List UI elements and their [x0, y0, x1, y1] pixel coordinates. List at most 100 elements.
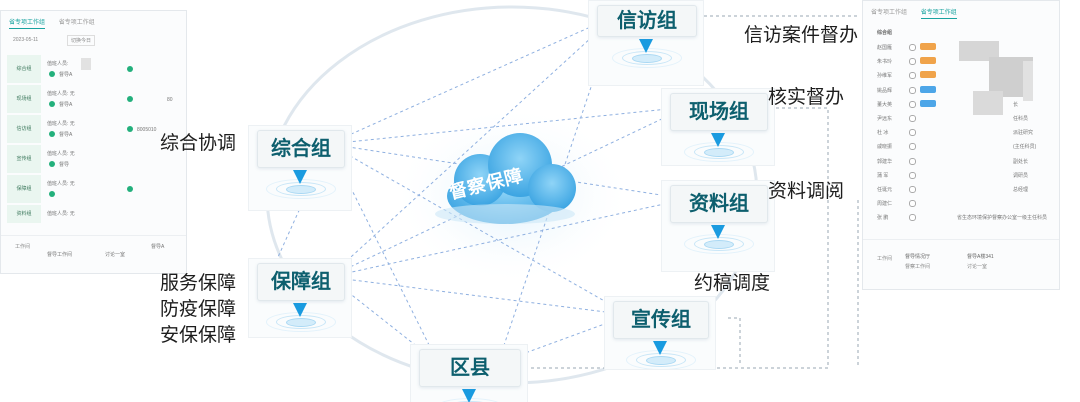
radio-icon[interactable]: [909, 129, 916, 137]
member-name: 杜 冰: [877, 130, 889, 137]
annotation-zonghe: 综合协调: [160, 133, 237, 154]
duty-text: 值班人员: 无: [47, 151, 75, 157]
radio-icon[interactable]: [909, 58, 916, 66]
radio-icon[interactable]: [909, 186, 916, 193]
member-note: 调研员: [1013, 172, 1029, 179]
left-tab-1[interactable]: 省专项工作组: [9, 20, 46, 29]
signal-ring: [632, 53, 662, 63]
duty-text: 值班人员: 无: [47, 91, 75, 97]
node-card-xuanchuan[interactable]: 宣传组: [613, 301, 709, 339]
right-panel-section: 综合组: [877, 30, 893, 36]
left-footer-item[interactable]: 督导工作间: [47, 252, 73, 258]
blurred-block: [973, 91, 1003, 115]
member-row: 郭建华副处长: [873, 155, 1053, 168]
radio-icon[interactable]: [909, 86, 916, 94]
blurred-block: [959, 41, 999, 61]
status-dot: [49, 131, 55, 137]
left-group-row: 保障组 值班人员: 无: [7, 175, 179, 203]
node-card-zonghe[interactable]: 综合组: [257, 130, 345, 168]
location-pin-icon: [711, 133, 725, 147]
left-group-row: 资料组 值班人员: 无: [7, 205, 179, 223]
member-row: 张 鹏 省生态环境保护督察办公室一级主任科员: [873, 211, 1053, 224]
radio-icon[interactable]: [909, 44, 916, 51]
radio-icon[interactable]: [909, 157, 916, 165]
right-footer-item[interactable]: 督导A楼341: [967, 254, 994, 260]
node-zonghe: 综合组: [248, 125, 352, 211]
status-dot: [127, 66, 133, 72]
radio-icon[interactable]: [909, 200, 916, 208]
node-label: 信访组: [617, 10, 677, 32]
radio-icon[interactable]: [909, 214, 916, 222]
left-group-row: 宣传组 值班人员: 无 督导: [7, 145, 179, 173]
left-duty-panel: 省专项工作组 省专项工作组 2023-05-11 切换今日 综合组 值班人员: …: [0, 10, 187, 274]
frame-line: [728, 317, 741, 366]
divider: [1, 235, 186, 236]
group-label: 宣传组: [7, 145, 41, 173]
blurred-block: [81, 58, 91, 70]
radio-icon[interactable]: [909, 72, 916, 80]
annotation-ziliao: 资料调阅: [768, 181, 845, 202]
radio-icon[interactable]: [909, 100, 916, 108]
node-card-baozhang[interactable]: 保障组: [257, 263, 345, 301]
node-label: 现场组: [689, 101, 749, 123]
connector-baozhang-xuanchuan: [328, 276, 630, 318]
right-tab-1[interactable]: 省专项工作组: [871, 10, 908, 16]
location-pin-icon: [653, 341, 667, 355]
node-card-quxian[interactable]: 区县: [419, 349, 521, 387]
signal-ring: [646, 355, 676, 365]
connector-baozhang-ziliao: [328, 197, 688, 278]
left-panel-switch-button[interactable]: 切换今日: [67, 35, 96, 46]
status-dot: [49, 161, 55, 167]
node-card-xianchang[interactable]: 现场组: [670, 93, 768, 131]
role-tag: [920, 85, 936, 93]
member-row: 孙维军: [873, 69, 1053, 82]
right-footer-item[interactable]: 讨论一室: [967, 264, 988, 270]
node-card-ziliao[interactable]: 资料组: [670, 185, 768, 223]
member-name: 赵国雁: [877, 45, 893, 51]
member-name: 朱书玲: [877, 59, 893, 66]
right-footer-label: 工作间: [877, 256, 893, 262]
node-baozhang: 保障组: [248, 258, 352, 338]
group-label: 资料组: [7, 205, 41, 223]
member-name: 董大英: [877, 101, 893, 108]
signal-ring: [286, 184, 316, 194]
role-tag: [920, 99, 936, 107]
right-footer-item[interactable]: 督导情况厅: [905, 254, 931, 260]
node-label: 区县: [450, 357, 490, 379]
left-group-row: 综合组 值班人员: 督导A: [7, 55, 179, 83]
member-name: 张 鹏: [877, 215, 889, 222]
radio-icon[interactable]: [909, 115, 916, 122]
member-name: 郭建华: [877, 158, 893, 165]
annotation-xinfang: 信访案件督办: [744, 25, 859, 46]
left-tab-2[interactable]: 省专项工作组: [58, 20, 95, 26]
group-label: 现场组: [7, 85, 41, 113]
status-dot: [127, 186, 133, 192]
node-label: 保障组: [271, 271, 331, 293]
annotation-xianchang: 核实督办: [768, 87, 845, 108]
member-name: 蒲 军: [877, 172, 889, 179]
duty-fragment: 督导: [59, 162, 70, 168]
left-footer-item[interactable]: 讨论一室: [105, 252, 126, 258]
right-tab-2[interactable]: 省专项工作组: [920, 10, 957, 19]
left-group-row: 现场组 值班人员: 无 督导A 80: [7, 85, 179, 113]
radio-icon[interactable]: [909, 171, 916, 179]
duty-fragment: 督导A: [59, 72, 73, 78]
member-row: 戚晓振(主任科员): [873, 140, 1053, 153]
annotation-baozhang-1: 服务保障: [160, 273, 237, 294]
member-row: 董大英 长: [873, 98, 1053, 111]
radio-icon[interactable]: [909, 143, 916, 151]
member-note: 长: [1013, 101, 1019, 108]
duty-text: 值班人员: 无: [47, 181, 75, 187]
duty-fragment: 督导A: [59, 132, 73, 138]
member-name: 孙维军: [877, 73, 893, 80]
member-row: 任诞元总经理: [873, 183, 1053, 196]
member-note: 省生态环境保护督察办公室一级主任科员: [957, 215, 1048, 222]
location-pin-icon: [462, 389, 476, 402]
left-footer-item[interactable]: 督导A: [151, 244, 165, 250]
left-panel-tabs: 省专项工作组 省专项工作组: [9, 17, 107, 29]
right-footer-item[interactable]: 督察工作间: [905, 264, 931, 270]
node-quxian: 区县: [410, 344, 528, 402]
member-name: 姚品辉: [877, 87, 893, 94]
node-card-xinfang[interactable]: 信访组: [597, 5, 697, 37]
